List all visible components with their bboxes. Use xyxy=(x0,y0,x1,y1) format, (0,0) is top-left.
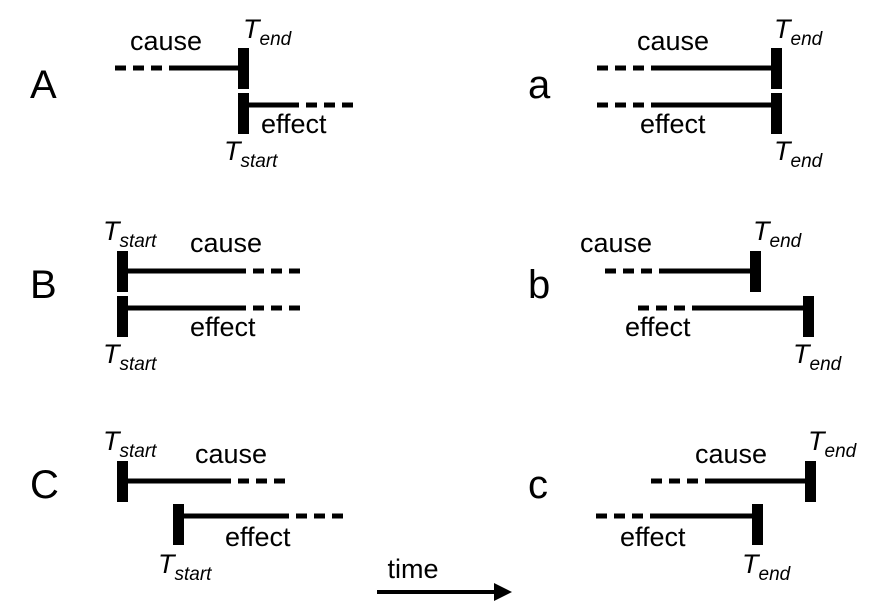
boundary-tick-end-cause xyxy=(805,461,816,502)
interval-label-effect: effect xyxy=(640,109,706,139)
boundary-label-symbol: T xyxy=(103,426,122,456)
boundary-label-subscript: end xyxy=(770,231,803,252)
boundary-label-symbol: T xyxy=(808,426,827,456)
interval-label-effect: effect xyxy=(620,522,686,552)
boundary-label-end-cause: Tend xyxy=(774,14,824,50)
panel-letter-A: A xyxy=(30,63,57,107)
interval-B-cause: cause Tstart xyxy=(103,216,305,292)
boundary-tick-end-cause xyxy=(771,48,782,89)
boundary-tick-start-cause xyxy=(117,461,128,502)
boundary-label-subscript: start xyxy=(241,151,279,172)
interval-label-effect: effect xyxy=(225,522,291,552)
boundary-label-end-effect: Tend xyxy=(774,136,824,172)
interval-label-effect: effect xyxy=(261,109,327,139)
boundary-label-start-effect: Tstart xyxy=(224,136,278,172)
interval-label-cause: cause xyxy=(580,228,652,258)
interval-A-cause: cause Tend xyxy=(115,14,293,89)
boundary-label-end-effect: Tend xyxy=(742,549,792,585)
boundary-tick-start-effect xyxy=(117,296,128,337)
time-axis-arrowhead-icon xyxy=(494,583,512,601)
boundary-label-symbol: T xyxy=(793,339,812,369)
panel-letter-c: c xyxy=(528,463,548,507)
interval-b-cause: cause Tend xyxy=(580,216,803,292)
interval-label-cause: cause xyxy=(195,439,267,469)
interval-label-cause: cause xyxy=(695,439,767,469)
boundary-label-end-cause: Tend xyxy=(808,426,858,462)
interval-a-cause: cause Tend xyxy=(597,14,824,89)
boundary-label-symbol: T xyxy=(158,549,177,579)
boundary-tick-start-effect xyxy=(238,93,249,134)
boundary-label-symbol: T xyxy=(243,14,262,44)
panel-letter-a: a xyxy=(528,63,551,107)
boundary-label-start-effect: Tstart xyxy=(158,549,212,585)
boundary-tick-start-cause xyxy=(117,251,128,292)
boundary-label-subscript: end xyxy=(825,441,858,462)
boundary-label-end-cause: Tend xyxy=(753,216,803,252)
interval-label-cause: cause xyxy=(190,228,262,258)
boundary-label-symbol: T xyxy=(103,216,122,246)
boundary-label-subscript: start xyxy=(120,441,158,462)
boundary-label-subscript: end xyxy=(791,151,824,172)
boundary-tick-start-effect xyxy=(173,504,184,545)
interval-label-cause: cause xyxy=(130,26,202,56)
boundary-label-symbol: T xyxy=(753,216,772,246)
boundary-label-end-effect: Tend xyxy=(793,339,843,375)
boundary-label-symbol: T xyxy=(774,136,793,166)
interval-label-effect: effect xyxy=(190,312,256,342)
time-axis-group: time xyxy=(377,554,512,601)
interval-C-cause: cause Tstart xyxy=(103,426,288,502)
boundary-label-start-cause: Tstart xyxy=(103,216,157,252)
time-axis-label: time xyxy=(387,554,438,584)
boundary-label-subscript: end xyxy=(759,564,792,585)
panel-letter-C: C xyxy=(30,463,59,507)
boundary-tick-end-effect xyxy=(752,504,763,545)
boundary-label-end-cause: Tend xyxy=(243,14,293,50)
interval-label-cause: cause xyxy=(637,26,709,56)
boundary-label-subscript: start xyxy=(120,231,158,252)
boundary-tick-end-cause xyxy=(238,48,249,89)
boundary-label-subscript: start xyxy=(120,354,158,375)
boundary-tick-end-cause xyxy=(750,251,761,292)
panel-letter-B: B xyxy=(30,263,57,307)
boundary-tick-end-effect xyxy=(803,296,814,337)
interval-label-effect: effect xyxy=(625,312,691,342)
boundary-label-subscript: start xyxy=(175,564,213,585)
boundary-label-symbol: T xyxy=(224,136,243,166)
boundary-label-subscript: end xyxy=(791,29,824,50)
panel-letter-b: b xyxy=(528,263,550,307)
boundary-label-subscript: end xyxy=(260,29,293,50)
boundary-label-symbol: T xyxy=(774,14,793,44)
boundary-label-subscript: end xyxy=(810,354,843,375)
boundary-label-start-cause: Tstart xyxy=(103,426,157,462)
boundary-label-symbol: T xyxy=(742,549,761,579)
boundary-tick-end-effect xyxy=(771,93,782,134)
interval-c-cause: cause Tend xyxy=(651,426,858,502)
boundary-label-start-effect: Tstart xyxy=(103,339,157,375)
boundary-label-symbol: T xyxy=(103,339,122,369)
